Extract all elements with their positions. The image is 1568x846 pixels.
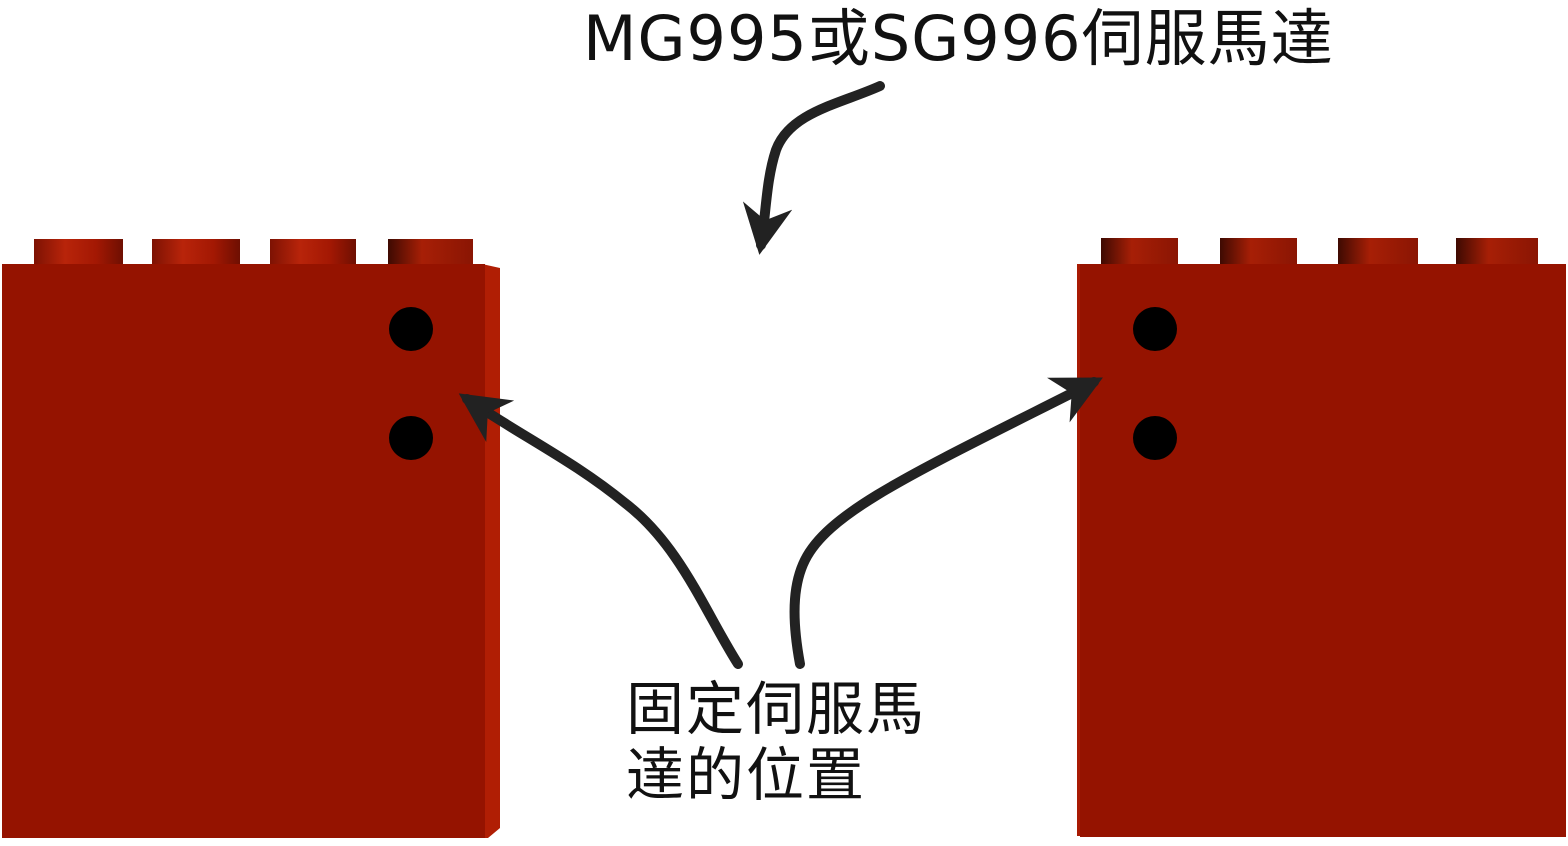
left-mount-arrow [458, 393, 743, 669]
right-brick-body [1080, 264, 1566, 837]
right-mount-arrow [789, 377, 1103, 669]
mount-position-label: 固定伺服馬 達的位置 [626, 676, 926, 808]
right-brick-mount-hole-top [1133, 307, 1177, 351]
right-lego-brick [1077, 238, 1566, 837]
servo-pointer-arrow [742, 81, 885, 255]
right-brick-stud-1 [1101, 238, 1178, 265]
left-brick-stud-1 [34, 239, 123, 265]
right-brick-stud-3 [1338, 238, 1418, 265]
mount-position-label-line-2: 達的位置 [626, 741, 867, 809]
left-brick-stud-4 [388, 239, 473, 265]
servo-model-label: MG995或SG996伺服馬達 [583, 2, 1334, 75]
right-brick-mount-hole-bottom [1133, 416, 1177, 460]
left-brick-mount-hole-bottom [389, 416, 433, 460]
left-brick-stud-3 [270, 239, 356, 265]
left-brick-mount-hole-top [389, 307, 433, 351]
right-brick-stud-2 [1220, 238, 1297, 265]
mount-position-label-line-1: 固定伺服馬 [626, 675, 927, 743]
left-brick-stud-2 [152, 239, 240, 265]
right-brick-stud-4 [1456, 238, 1538, 265]
left-lego-brick [2, 239, 500, 838]
left-brick-body [2, 264, 485, 838]
